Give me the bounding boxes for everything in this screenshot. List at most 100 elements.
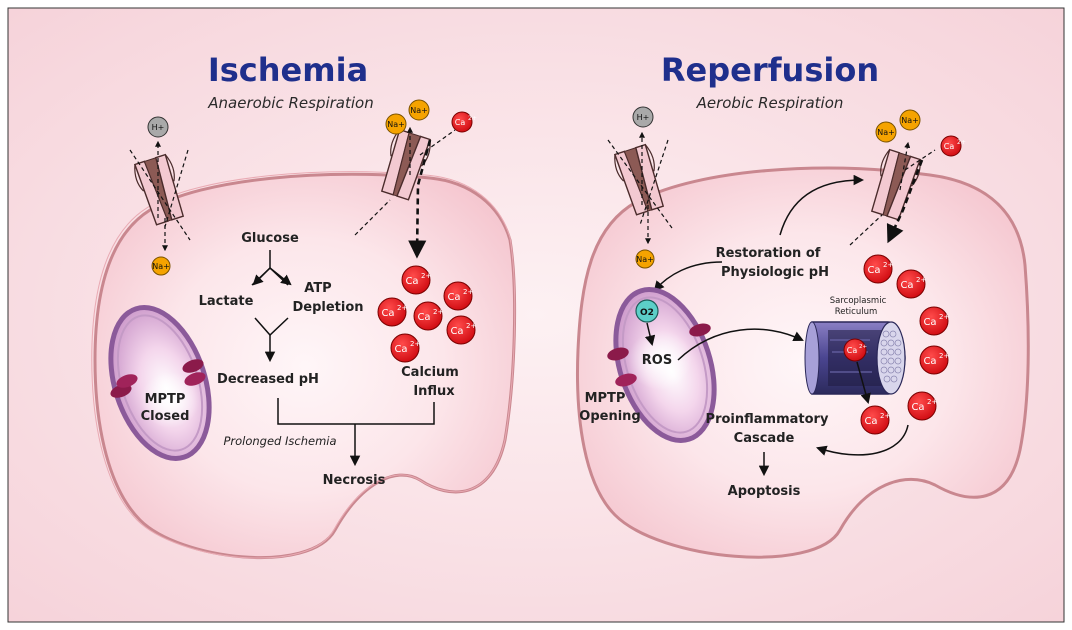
proinflammatory-label-line1: Proinflammatory: [706, 412, 829, 427]
ion-label: Ca: [405, 276, 418, 287]
ion-label: H+: [152, 123, 165, 132]
reperfusion-na-out-arrow: [899, 141, 911, 191]
reperfusion-ca-in-arrow: [886, 159, 924, 244]
ischemia-sodium-ion-out-2: Na+: [385, 113, 407, 135]
ion-label: Na+: [387, 120, 405, 129]
ion-charge: 2+: [859, 344, 867, 350]
reperfusion-sodium-ion-out-1: Na+: [899, 109, 921, 131]
restoration-label-line1: Restoration of: [716, 246, 821, 261]
ion-charge: 2+: [463, 288, 473, 296]
decreased-ph-label: Decreased pH: [217, 372, 319, 387]
ion-charge: 2+: [397, 304, 407, 312]
ion-label: Na+: [901, 116, 919, 125]
calcium-influx-label-line1: Calcium: [401, 365, 459, 380]
mptp-opening-label-line1: MPTP: [585, 391, 626, 406]
sarcoplasmic-label-line2: Reticulum: [835, 307, 878, 317]
ion-label: Na+: [410, 106, 428, 115]
ion-charge: 2+: [883, 261, 893, 269]
ros-label: ROS: [642, 353, 672, 368]
restoration-to-mitochondrion-arrow: [653, 261, 723, 292]
apoptosis-label: Apoptosis: [728, 484, 801, 499]
ischemia-title: Ischemia: [208, 51, 368, 89]
ion-charge: 2+: [957, 139, 966, 146]
ion-charge: 2+: [916, 276, 926, 284]
mptp-closed-label-line2: Closed: [141, 409, 190, 424]
ion-label: Na+: [877, 128, 895, 137]
calcium-influx-label-line2: Influx: [413, 384, 455, 399]
reperfusion-channel-dash-4: [904, 149, 936, 171]
ion-charge: 2+: [927, 398, 937, 406]
proinflammatory-label-line2: Cascade: [734, 431, 795, 446]
ion-charge: 2+: [468, 115, 477, 122]
ion-label: Ca: [455, 118, 466, 127]
ischemia-mitochondrion: [108, 305, 212, 461]
ion-label: H+: [637, 113, 650, 122]
restoration-label-line2: Physiologic pH: [721, 265, 829, 280]
reticulum-release-arrow: [856, 361, 871, 405]
atp-arrow: [269, 267, 292, 286]
ion-label: Ca: [911, 402, 924, 413]
ion-label: Na+: [636, 255, 654, 264]
ischemia-calcium-ion-out: Ca 2+: [451, 111, 477, 133]
ion-label: Ca: [867, 265, 880, 276]
lactate-label: Lactate: [199, 294, 254, 309]
ion-charge: 2+: [421, 272, 431, 280]
reperfusion-hydrogen-ion: H+: [632, 106, 654, 128]
ischemia-ca-in-arrow: [408, 139, 432, 259]
sarcoplasmic-label-line1: Sarcoplasmic: [830, 296, 887, 306]
lactate-arrow: [252, 267, 271, 286]
prolonged-ischemia-label: Prolonged Ischemia: [223, 434, 336, 448]
ion-label: Ca: [864, 416, 877, 427]
ion-label: Na+: [152, 262, 170, 271]
ischemia-sodium-ion-out-1: Na+: [408, 99, 430, 121]
ion-label: Ca: [847, 346, 858, 355]
ion-charge: 2+: [410, 340, 420, 348]
ion-charge: 2+: [939, 352, 949, 360]
ion-label: Ca: [394, 344, 407, 355]
necrosis-bracket: [277, 398, 435, 425]
calcium-to-cascade-arrow: [816, 424, 909, 456]
ischemia-sodium-ion-inside: Na+: [151, 256, 171, 276]
restoration-to-channel-arrow: [779, 174, 865, 236]
reperfusion-calcium-ion-out: Ca 2+: [940, 135, 966, 157]
mptp-opening-label-line2: Opening: [579, 409, 640, 424]
reperfusion-cell-membrane: [576, 166, 1030, 559]
ion-charge: 2+: [880, 412, 890, 420]
reticulum-calcium-ion: Ca 2+: [843, 338, 867, 362]
ischemia-subtitle: Anaerobic Respiration: [207, 94, 373, 112]
ion-charge: 2+: [433, 308, 443, 316]
ischemia-cell-outer-line: [91, 171, 516, 559]
ion-label: Ca: [381, 308, 394, 319]
ischemia-channel-dash-3: [354, 199, 391, 236]
oxygen-molecule: O2: [635, 299, 659, 323]
ion-label: Ca: [417, 312, 430, 323]
ion-label: Ca: [447, 292, 460, 303]
ischemia-hydrogen-ion: H+: [147, 116, 169, 138]
glucose-label: Glucose: [241, 231, 299, 246]
reperfusion-channel-dash-2: [639, 139, 669, 226]
ion-label: Ca: [450, 326, 463, 337]
reperfusion-mitochondrion: [607, 287, 717, 443]
ion-label: Ca: [923, 356, 936, 367]
necrosis-label: Necrosis: [323, 473, 386, 488]
ion-charge: 2+: [939, 313, 949, 321]
ion-label: Ca: [900, 280, 913, 291]
reperfusion-subtitle: Aerobic Respiration: [696, 94, 844, 112]
atp-label-line2: Depletion: [292, 300, 363, 315]
atp-label-line1: ATP: [304, 281, 331, 296]
